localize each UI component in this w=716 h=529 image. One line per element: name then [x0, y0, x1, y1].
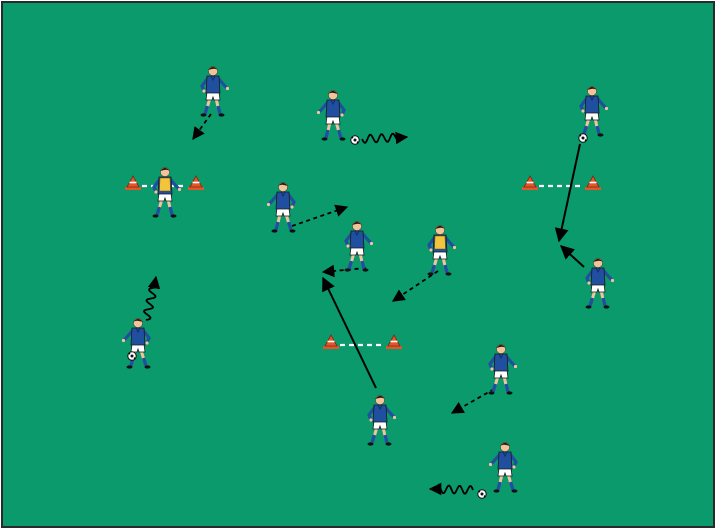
soccer-ball [128, 352, 136, 360]
soccer-ball [478, 490, 486, 498]
soccer-ball [579, 134, 587, 142]
soccer-ball [351, 136, 359, 144]
